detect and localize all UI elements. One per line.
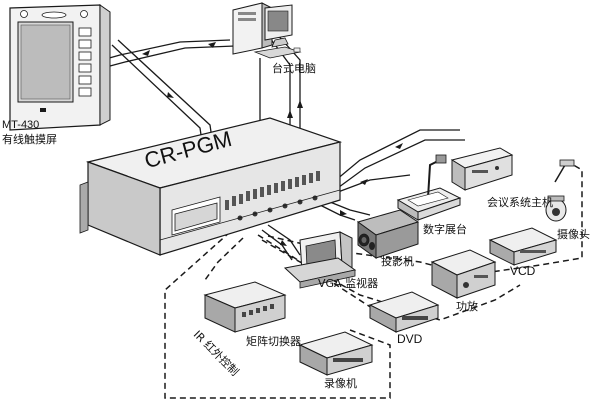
touch-panel-model-label: MT-430 xyxy=(2,119,40,131)
amplifier-device xyxy=(430,249,497,299)
matrix-switcher-label: 矩阵切换器 xyxy=(246,335,301,348)
matrix-switcher-device xyxy=(203,281,287,333)
projector-device xyxy=(356,209,420,259)
conference-host-label: 会议系统主机 xyxy=(487,196,553,209)
vcd-label: VCD xyxy=(510,264,536,278)
core-rack-device xyxy=(79,117,343,256)
conference-host-device xyxy=(450,147,514,191)
document-camera-label: 数字展台 xyxy=(423,223,467,236)
camera-label: 摄像头 xyxy=(557,228,590,241)
camera-device xyxy=(545,159,575,222)
vcr-label: 录像机 xyxy=(324,377,357,390)
desktop-pc-label: 台式电脑 xyxy=(272,62,316,75)
projector-label: 投影机 xyxy=(381,255,414,268)
dvd-device xyxy=(368,291,440,333)
dvd-label: DVD xyxy=(397,332,423,346)
cable-arrows xyxy=(142,42,403,246)
amplifier-label: 功放 xyxy=(456,300,478,313)
vcr-device xyxy=(298,331,374,376)
vcd-device xyxy=(488,227,558,266)
vga-monitor-device xyxy=(283,231,357,289)
desktop-pc-device xyxy=(232,2,302,59)
vga-monitor-label: VGA 监视器 xyxy=(318,277,379,290)
cable-lines xyxy=(94,31,465,261)
document-camera-device xyxy=(396,154,462,221)
touch-panel-description-label: 有线触摸屏 xyxy=(2,133,57,146)
touch-panel-device xyxy=(9,4,111,131)
